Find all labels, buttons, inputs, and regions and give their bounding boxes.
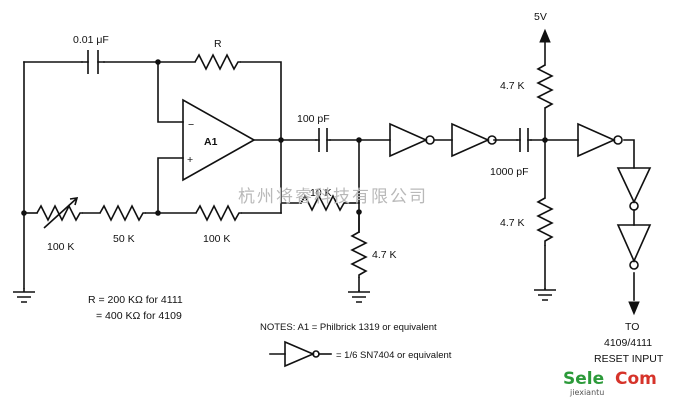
r-value-note-line1: R = 200 KΩ for 4111: [88, 294, 183, 306]
output-label-line2: 4109/4111: [604, 337, 652, 349]
r-value-note-line2: = 400 KΩ for 4109: [96, 310, 182, 322]
junction-dot: [155, 59, 161, 65]
resistor-r-feedback: [194, 53, 241, 71]
resistor-10k: [300, 194, 345, 212]
watermark-logo-main: Sele: [563, 369, 604, 389]
supply-label: 5V: [534, 11, 547, 23]
c3-label: 1000 pF: [490, 166, 529, 178]
ground-icon: [13, 288, 35, 303]
resistor-100k: [195, 204, 242, 222]
inverter-1: [389, 122, 435, 158]
notes-line1: NOTES: A1 = Philbrick 1319 or equivalent: [260, 322, 437, 333]
notes-line2: = 1/6 SN7404 or equivalent: [336, 350, 452, 361]
inverter-2: [451, 122, 497, 158]
r100k-label: 100 K: [203, 233, 230, 245]
output-label-line1: TO: [625, 321, 639, 333]
opamp-a1: − + A1: [182, 98, 256, 182]
opamp-label: A1: [204, 136, 218, 148]
junction-dot: [356, 137, 362, 143]
junction-dot: [155, 210, 161, 216]
output-label-line3: RESET INPUT: [594, 353, 664, 365]
watermark-text: 杭州将睿科技有限公司: [238, 187, 428, 207]
opamp-plus-label: +: [187, 154, 193, 166]
output-arrow-icon: [628, 301, 640, 316]
inverting-input-wire: [157, 61, 184, 123]
capacitor-c3: [516, 128, 532, 152]
pot-100k-label: 100 K: [47, 241, 74, 253]
opamp-minus-label: −: [188, 119, 194, 131]
junction-dot: [542, 137, 548, 143]
junction-dot: [21, 210, 27, 216]
r4k7-top-label: 4.7 K: [500, 80, 525, 92]
watermark-logo: Sele Com jiexiantu: [563, 369, 657, 397]
inv3-inv4-wire: [623, 139, 635, 169]
resistor-50k: [99, 204, 146, 222]
c2-label: 100 pF: [297, 113, 330, 125]
inverter-3: [577, 122, 623, 158]
r-feedback-label: R: [214, 38, 222, 50]
junctions: [21, 59, 548, 216]
r50k-label: 50 K: [113, 233, 135, 245]
resistor-4k7-bottom: [536, 197, 554, 246]
inverter-4: [616, 167, 652, 211]
wires: [23, 39, 635, 301]
r4k7-bottom-label: 4.7 K: [500, 217, 525, 229]
r10k-label: 10 K: [310, 187, 332, 199]
capacitor-c2: [315, 128, 331, 152]
noninverting-input-wire: [157, 157, 184, 214]
supply-arrow-icon: [539, 28, 551, 43]
watermark-logo-site: jiexiantu: [569, 388, 604, 397]
ground-icon: [348, 290, 370, 303]
ground-icon: [534, 288, 556, 301]
watermark-logo-sub: Com: [615, 369, 657, 389]
resistor-4k7-top: [536, 64, 554, 109]
junction-dot: [278, 137, 284, 143]
r4k7-a-label: 4.7 K: [372, 249, 397, 261]
inverter-5: [616, 224, 652, 270]
capacitor-c1: [81, 50, 105, 74]
r-feedback-right-wire: [240, 61, 282, 141]
potentiometer-100k: [36, 197, 83, 229]
junction-dot: [356, 209, 362, 215]
resistor-4k7-a: [350, 231, 368, 278]
c1-label: 0.01 μF: [73, 34, 109, 46]
legend-inverter-icon: [269, 340, 332, 368]
